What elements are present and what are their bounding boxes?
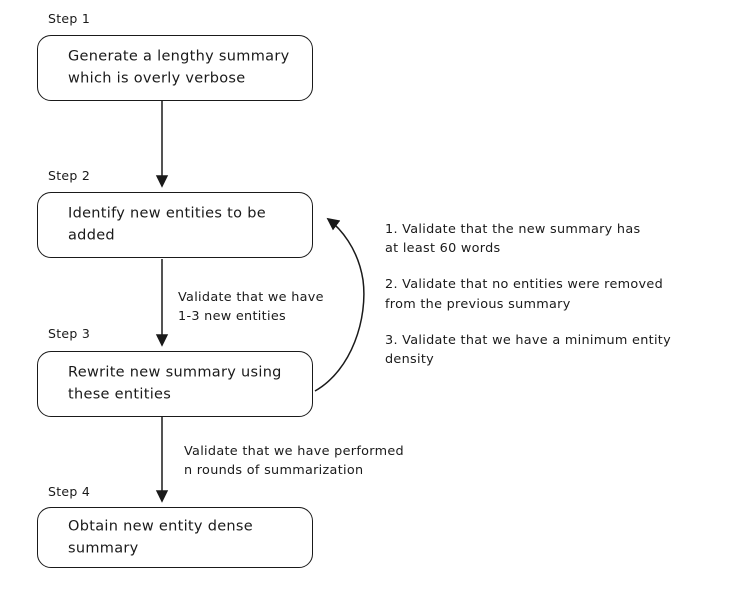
- node-step-4[interactable]: Obtain new entity dense summary: [37, 507, 313, 568]
- node-step-3[interactable]: Rewrite new summary using these entities: [37, 351, 313, 417]
- node-step-1-text: Generate a lengthy summary which is over…: [68, 48, 290, 87]
- step-label-1: Step 1: [48, 11, 91, 26]
- step-label-3: Step 3: [48, 326, 91, 341]
- validation-note-3: 3. Validate that we have a minimum entit…: [385, 332, 671, 367]
- step-label-4: Step 4: [48, 484, 91, 499]
- edge-label-step3-step4: Validate that we have performed n rounds…: [184, 444, 404, 479]
- node-step-3-text: Rewrite new summary using these entities: [68, 364, 282, 403]
- validation-note-1: 1. Validate that the new summary has at …: [385, 222, 641, 257]
- node-step-4-text: Obtain new entity dense summary: [68, 518, 253, 557]
- node-step-1[interactable]: Generate a lengthy summary which is over…: [37, 35, 313, 101]
- node-step-2[interactable]: Identify new entities to be added: [37, 192, 313, 258]
- edge-label-step2-step3: Validate that we have 1-3 new entities: [178, 290, 324, 325]
- validation-notes-list: 1. Validate that the new summary has at …: [385, 220, 705, 369]
- step-label-2: Step 2: [48, 168, 91, 183]
- validation-note-2: 2. Validate that no entities were remove…: [385, 277, 663, 312]
- node-step-2-text: Identify new entities to be added: [68, 205, 266, 244]
